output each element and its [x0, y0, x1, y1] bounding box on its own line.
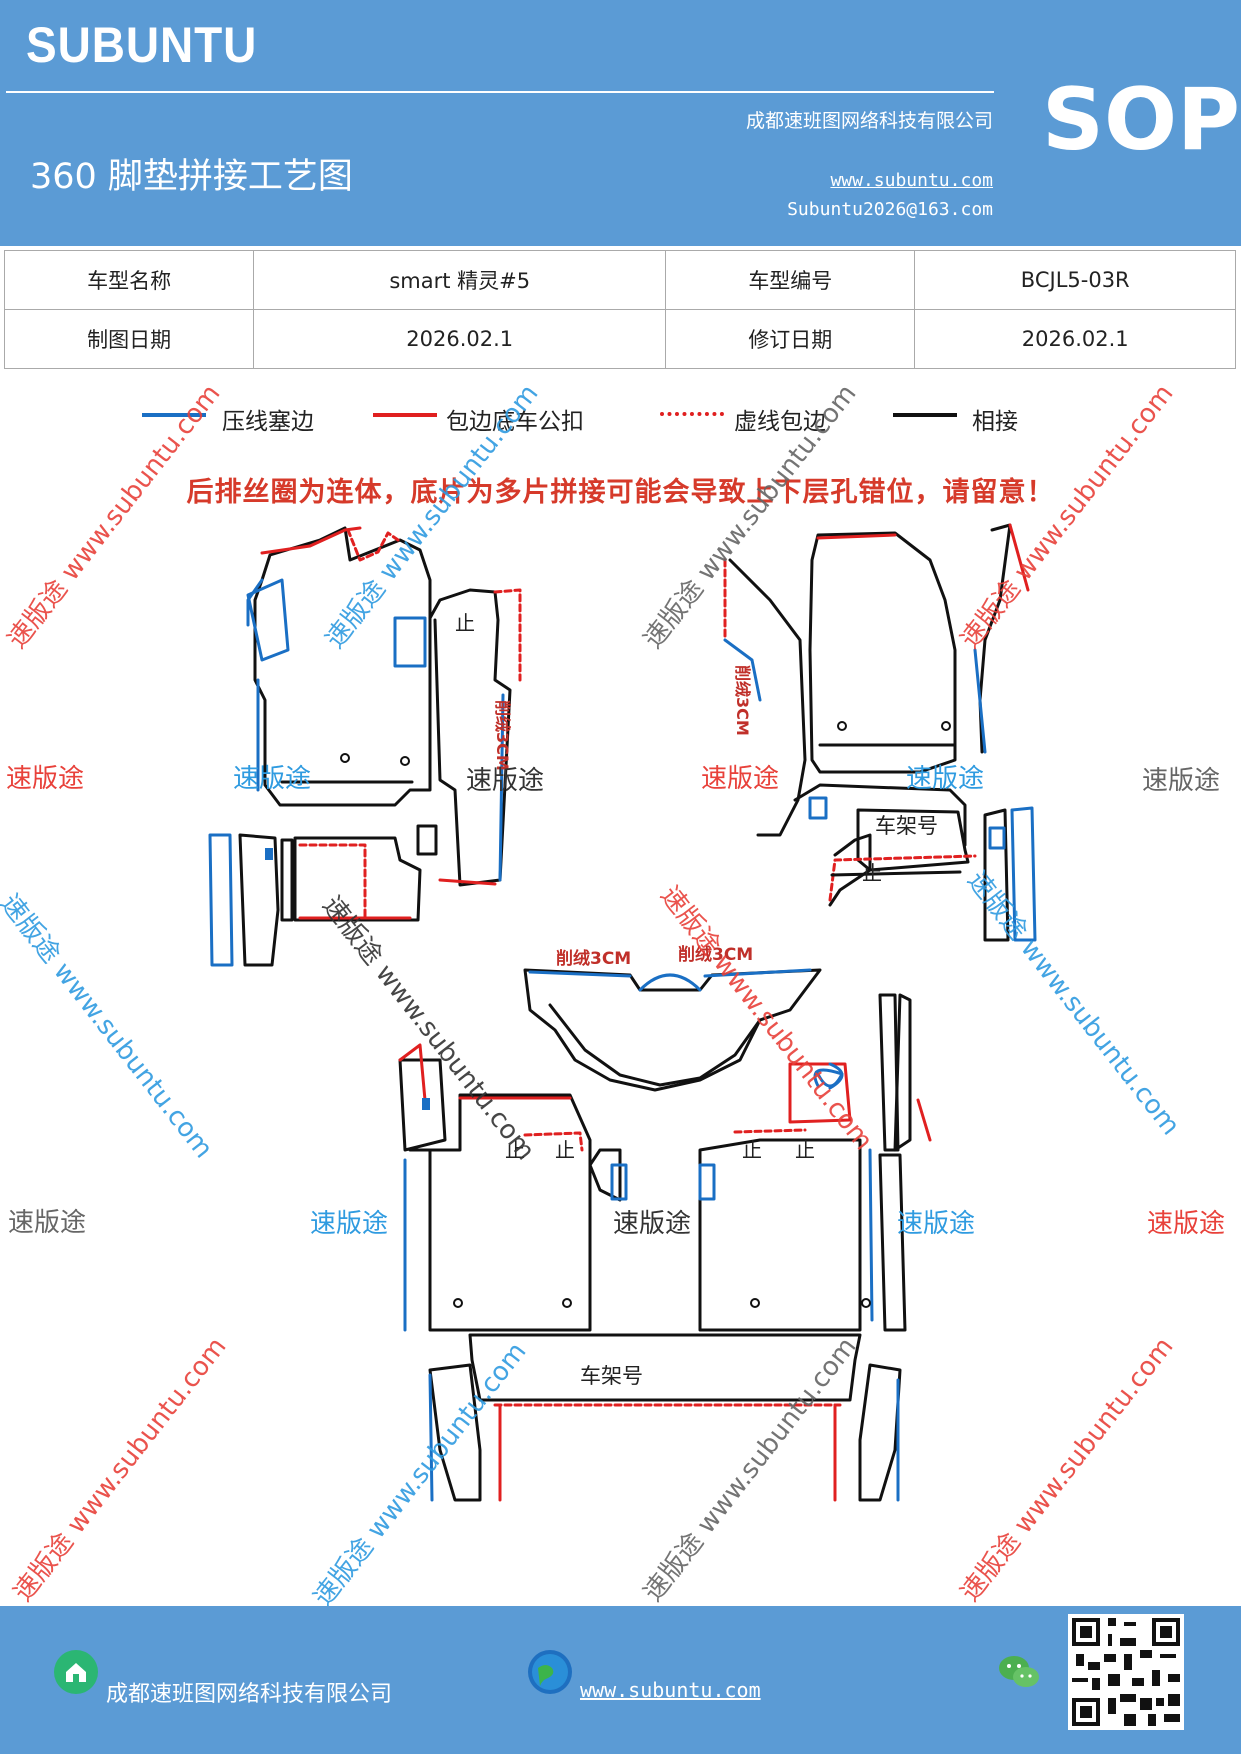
stop-label: 止 — [555, 1138, 575, 1162]
header-banner: SUBUNTU 成都速班图网络科技有限公司 SOP 360 脚垫拼接工艺图 ww… — [0, 0, 1241, 246]
legend-red-dashed-line — [660, 412, 724, 416]
watermark-brand: 速版途 — [1142, 766, 1221, 796]
legend-black-line — [893, 413, 957, 417]
front-right-mat — [723, 523, 1030, 847]
table-row: 制图日期 2026.02.1 修订日期 2026.02.1 — [3, 309, 1236, 369]
stop-label: 止 — [742, 1138, 762, 1162]
front-right-sill-parts — [828, 806, 1037, 942]
table-cell: BCJL5-03R — [914, 250, 1236, 310]
page-title: 360 脚垫拼接工艺图 — [30, 157, 353, 197]
legend: 压线塞边 包边底车公扣 虚线包边 相接 — [0, 400, 1241, 440]
stop-label: 止 — [795, 1138, 815, 1162]
frame-number-label: 车架号 — [875, 814, 938, 838]
table-row: 车型名称 smart 精灵#5 车型编号 BCJL5-03R — [3, 250, 1236, 310]
shave-label: 削绒3CM — [556, 948, 631, 969]
wechat-icon — [996, 1650, 1040, 1694]
table-cell: 修订日期 — [665, 309, 916, 369]
watermark-brand: 速版途 — [6, 764, 85, 794]
watermark-brand: 速版途 — [701, 764, 780, 794]
legend-label: 相接 — [972, 409, 1018, 435]
front-left-sill-parts — [208, 824, 438, 967]
shave-vertical-label: 削绒3CM — [733, 665, 752, 736]
table-cell: 2026.02.1 — [914, 309, 1236, 369]
rear-tunnel-piece — [523, 968, 822, 1092]
stop-label: 止 — [505, 1138, 525, 1162]
stop-label: 止 — [862, 861, 882, 885]
vehicle-info-table: 车型名称 smart 精灵#5 车型编号 BCJL5-03R 制图日期 2026… — [3, 250, 1236, 369]
watermark-brand: 速版途 — [897, 1209, 976, 1239]
watermark-brand: 速版途 — [613, 1209, 692, 1239]
watermark-brand: 速版途 — [466, 766, 545, 796]
rear-left-mat — [398, 1043, 628, 1332]
stop-label: 止 — [455, 611, 475, 635]
watermark-brand: 速版途 — [906, 764, 985, 794]
legend-blue-line — [142, 413, 206, 417]
table-cell: 车型编号 — [665, 250, 916, 310]
rear-right-mat — [698, 993, 932, 1332]
front-left-mat — [246, 526, 522, 887]
watermark-brand: 速版途 — [233, 764, 312, 794]
legend-label: 虚线包边 — [734, 409, 826, 435]
header-website-link[interactable]: www.subuntu.com — [830, 170, 993, 191]
table-cell: 制图日期 — [3, 309, 255, 369]
watermark-brand: 速版途 — [1147, 1209, 1226, 1239]
table-cell: 车型名称 — [3, 250, 255, 310]
brand-logo: SUBUNTU — [26, 17, 258, 73]
watermark-brand: 速版途 — [310, 1209, 389, 1239]
rear-bottom-strip — [428, 1333, 902, 1502]
shave-label: 削绒3CM — [678, 944, 753, 965]
warning-note: 后排丝圈为连体，底片为多片拼接可能会导致上下层孔错位，请留意！ — [186, 477, 1055, 508]
qr-code — [1068, 1614, 1184, 1730]
footer-company: 成都速班图网络科技有限公司 — [106, 1682, 393, 1707]
header-company: 成都速班图网络科技有限公司 — [745, 110, 993, 132]
footer-banner: 成都速班图网络科技有限公司 www.subuntu.com — [0, 1606, 1241, 1754]
footer-website-link[interactable]: www.subuntu.com — [580, 1678, 761, 1702]
header-divider — [6, 91, 994, 93]
frame-number-label: 车架号 — [580, 1364, 643, 1388]
legend-label: 包边底车公扣 — [446, 409, 584, 435]
doc-type: SOP — [1042, 70, 1241, 170]
header-email: Subuntu2026@163.com — [787, 199, 993, 220]
watermark-brand: 速版途 — [8, 1208, 87, 1238]
globe-icon — [528, 1650, 572, 1694]
table-cell: 2026.02.1 — [253, 309, 667, 369]
home-icon — [54, 1650, 98, 1694]
legend-red-line — [373, 413, 437, 417]
legend-label: 压线塞边 — [222, 409, 314, 435]
table-cell: smart 精灵#5 — [253, 250, 667, 310]
shave-vertical-label: 削绒3CM — [493, 700, 512, 771]
